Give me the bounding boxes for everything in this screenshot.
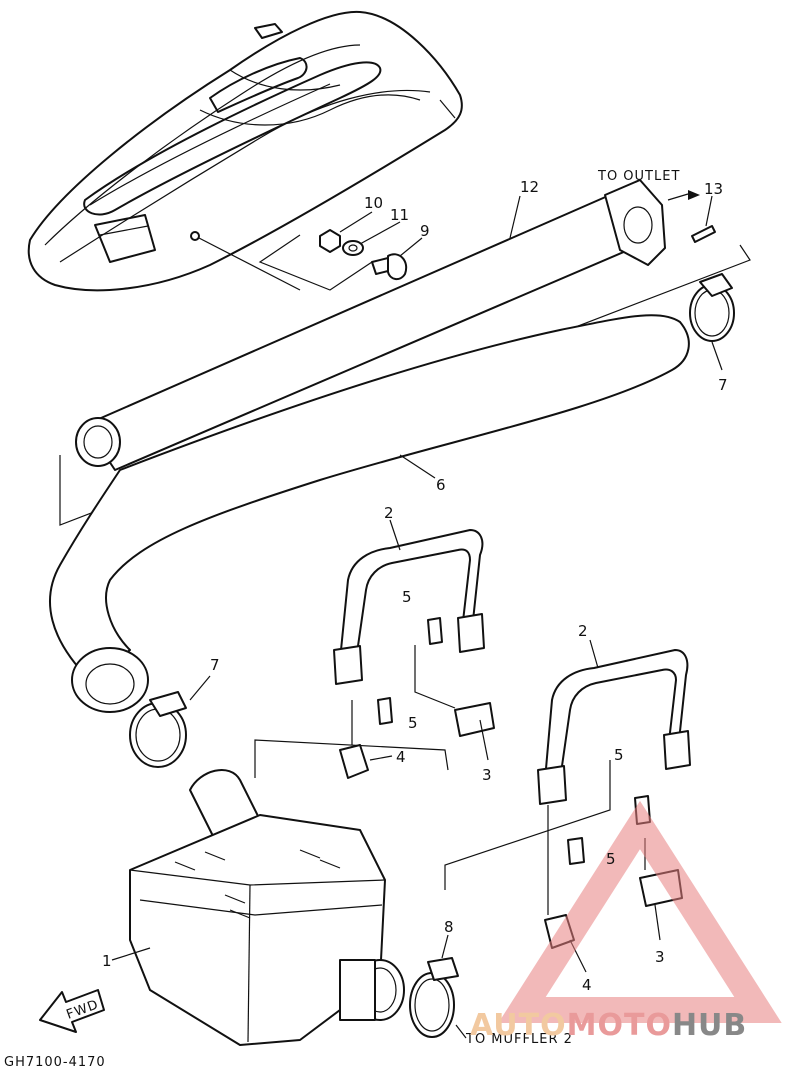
nut-10 — [319, 229, 341, 253]
part-label-5b: 5 — [408, 714, 418, 732]
hose-clamp-7-upper — [689, 273, 735, 371]
part-label-5d: 5 — [606, 850, 616, 868]
part-label-4b: 4 — [582, 976, 592, 994]
forward-arrow: FWD — [39, 989, 105, 1033]
part-label-1: 1 — [102, 952, 112, 970]
hose-clamp-7-lower — [129, 675, 211, 768]
pin-13 — [691, 195, 716, 243]
part-label-2a: 2 — [384, 504, 394, 522]
clip-4-upper — [339, 744, 369, 779]
fastener-group-9-10-11 — [258, 211, 423, 291]
part-label-7b: 7 — [210, 656, 220, 674]
part-label-10: 10 — [364, 194, 383, 212]
washer-11 — [342, 240, 364, 256]
part-label-7a: 7 — [718, 376, 728, 394]
block-3-upper — [454, 702, 495, 737]
part-label-4a: 4 — [396, 748, 406, 766]
drawing-code: GH7100-4170 — [4, 1055, 106, 1070]
part-label-5a: 5 — [402, 588, 412, 606]
to-outlet-note: TO OUTLET — [597, 169, 680, 184]
outlet-flange — [604, 179, 666, 266]
bracket-assembly-upper — [254, 519, 495, 779]
watermark-part-2: MOTO — [566, 1008, 672, 1043]
watermark-text: AUTOMOTOHUB — [470, 1008, 800, 1048]
part-label-13: 13 — [704, 180, 723, 198]
watermark-part-3: HUB — [671, 1008, 748, 1043]
part-label-11: 11 — [390, 206, 409, 224]
outlet-pipe-12 — [75, 179, 700, 471]
part-label-12: 12 — [520, 178, 539, 196]
part-label-6: 6 — [436, 476, 446, 494]
exhaust-hose-6 — [49, 314, 690, 713]
part-label-3a: 3 — [482, 766, 492, 784]
to-muffler-note: TO MUFFLER 2 — [465, 1032, 573, 1047]
part-label-9: 9 — [420, 222, 430, 240]
hose-clamp-8 — [409, 934, 467, 1039]
watermark-triangle-logo — [498, 800, 782, 1023]
part-label-3b: 3 — [655, 948, 665, 966]
watercraft-hull-illustration — [27, 10, 463, 292]
part-label-2b: 2 — [578, 622, 588, 640]
watermark-part-1: AUTO — [470, 1008, 567, 1043]
muffler-1 — [111, 769, 405, 1046]
part-label-5c: 5 — [614, 746, 624, 764]
part-label-8: 8 — [444, 918, 454, 936]
